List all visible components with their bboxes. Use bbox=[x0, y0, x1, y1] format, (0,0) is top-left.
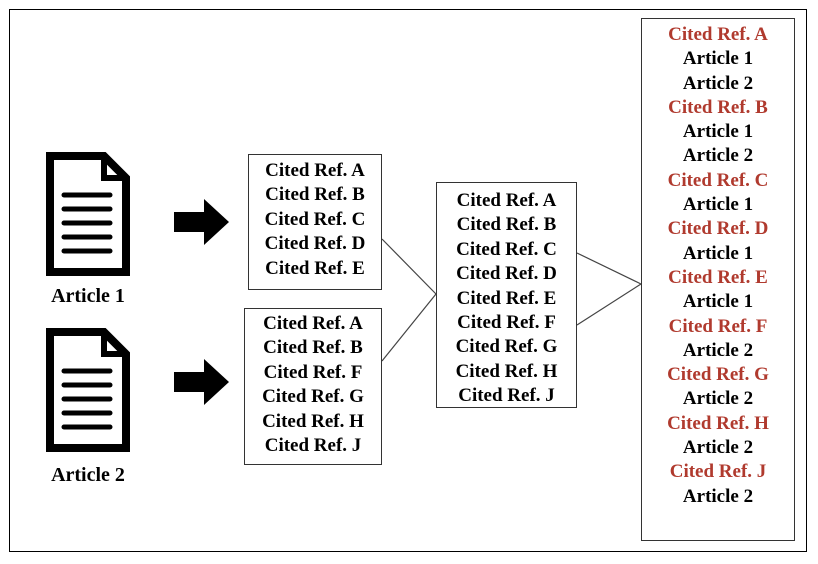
citing-article-item: Article 2 bbox=[682, 339, 754, 361]
citing-article-item: Article 1 bbox=[682, 242, 754, 264]
right-arrow-icon bbox=[174, 359, 229, 405]
cited-ref-item: Cited Ref. J bbox=[264, 435, 362, 457]
cited-ref-heading: Cited Ref. D bbox=[667, 218, 769, 240]
cited-ref-item: Cited Ref. E bbox=[456, 287, 557, 309]
citing-article-item: Article 2 bbox=[682, 72, 754, 94]
cited-ref-item: Cited Ref. C bbox=[264, 208, 366, 230]
cited-ref-item: Cited Ref. C bbox=[456, 238, 557, 260]
cited-ref-heading: Cited Ref. F bbox=[668, 315, 768, 337]
cited-ref-heading: Cited Ref. H bbox=[667, 412, 769, 434]
citing-article-item: Article 2 bbox=[682, 388, 754, 410]
cited-ref-item: Cited Ref. H bbox=[455, 360, 558, 382]
cited-ref-item: Cited Ref. H bbox=[262, 410, 364, 432]
citing-article-item: Article 2 bbox=[682, 145, 754, 167]
document-icon bbox=[46, 328, 130, 452]
cited-ref-item: Cited Ref. A bbox=[263, 313, 363, 334]
diagram-frame bbox=[9, 9, 807, 552]
cited-ref-heading: Cited Ref. J bbox=[669, 461, 767, 483]
cited-ref-heading: Cited Ref. B bbox=[668, 96, 768, 118]
cited-ref-item: Cited Ref. G bbox=[262, 386, 364, 408]
cited-ref-item: Cited Ref. D bbox=[456, 263, 557, 285]
citing-article-item: Article 2 bbox=[682, 485, 754, 507]
cited-ref-item: Cited Ref. A bbox=[265, 160, 365, 181]
document-icon bbox=[46, 152, 130, 276]
cited-ref-heading: Cited Ref. G bbox=[667, 364, 769, 386]
right-arrow-icon bbox=[174, 199, 229, 245]
cited-ref-item: Cited Ref. G bbox=[455, 336, 558, 358]
cited-ref-item: Cited Ref. B bbox=[456, 214, 557, 236]
cited-ref-heading: Cited Ref. C bbox=[667, 169, 769, 191]
cited-ref-item: Cited Ref. A bbox=[456, 190, 557, 211]
cited-ref-item: Cited Ref. D bbox=[264, 233, 366, 255]
cited-ref-item: Cited Ref. B bbox=[263, 337, 363, 359]
cited-ref-item: Cited Ref. F bbox=[457, 312, 556, 334]
cited-ref-heading: Cited Ref. A bbox=[668, 24, 768, 45]
cited-ref-heading: Cited Ref. E bbox=[668, 266, 768, 288]
citing-article-item: Article 1 bbox=[682, 121, 754, 143]
citing-article-item: Article 1 bbox=[682, 194, 754, 216]
article-2-label: Article 2 bbox=[51, 464, 125, 486]
citing-article-item: Article 1 bbox=[682, 48, 754, 70]
cited-ref-item: Cited Ref. J bbox=[458, 385, 555, 407]
cited-ref-item: Cited Ref. B bbox=[265, 184, 365, 206]
article-1-label: Article 1 bbox=[51, 285, 125, 307]
cited-ref-item: Cited Ref. F bbox=[263, 361, 363, 383]
citing-article-item: Article 2 bbox=[682, 437, 754, 459]
citing-article-item: Article 1 bbox=[682, 291, 754, 313]
cited-ref-item: Cited Ref. E bbox=[265, 257, 365, 279]
